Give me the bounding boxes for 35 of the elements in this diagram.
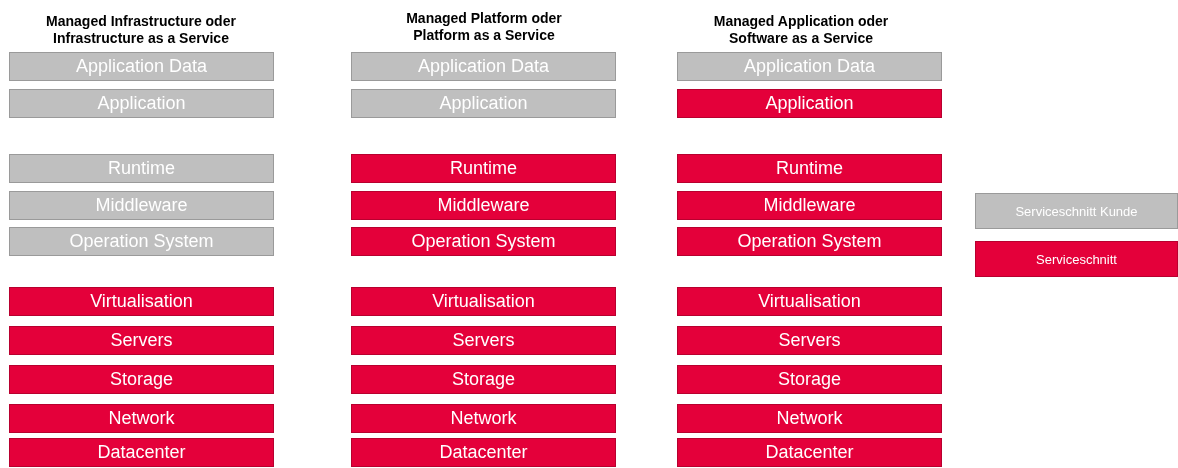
layer-box: Application <box>9 89 274 118</box>
layer-box: Datacenter <box>351 438 616 467</box>
layer-box: Application <box>351 89 616 118</box>
layer-box: Middleware <box>351 191 616 220</box>
layer-box: Servers <box>351 326 616 355</box>
layer-box: Servers <box>677 326 942 355</box>
layer-box: Runtime <box>351 154 616 183</box>
layer-box: Storage <box>9 365 274 394</box>
layer-box: Application Data <box>9 52 274 81</box>
legend-swatch: Serviceschnitt Kunde <box>975 193 1178 229</box>
layer-box: Operation System <box>9 227 274 256</box>
layer-box: Middleware <box>677 191 942 220</box>
layer-box: Storage <box>351 365 616 394</box>
layer-box: Network <box>9 404 274 433</box>
column-heading: Managed Infrastructure oder Infrastructure as a Service <box>45 13 237 47</box>
layer-box: Operation System <box>677 227 942 256</box>
layer-box: Network <box>351 404 616 433</box>
layer-box: Virtualisation <box>351 287 616 316</box>
layer-box: Datacenter <box>9 438 274 467</box>
legend-swatch: Serviceschnitt <box>975 241 1178 277</box>
layer-box: Middleware <box>9 191 274 220</box>
layer-box: Application Data <box>677 52 942 81</box>
layer-box: Runtime <box>677 154 942 183</box>
layer-box: Servers <box>9 326 274 355</box>
column-heading: Managed Platform oder Platform as a Service <box>405 10 563 44</box>
layer-box: Storage <box>677 365 942 394</box>
layer-box: Network <box>677 404 942 433</box>
layer-box: Virtualisation <box>677 287 942 316</box>
layer-box: Application Data <box>351 52 616 81</box>
layer-box: Operation System <box>351 227 616 256</box>
layer-box: Virtualisation <box>9 287 274 316</box>
layer-box: Runtime <box>9 154 274 183</box>
column-heading: Managed Application oder Software as a Service <box>712 13 890 47</box>
layer-box: Datacenter <box>677 438 942 467</box>
layer-box: Application <box>677 89 942 118</box>
